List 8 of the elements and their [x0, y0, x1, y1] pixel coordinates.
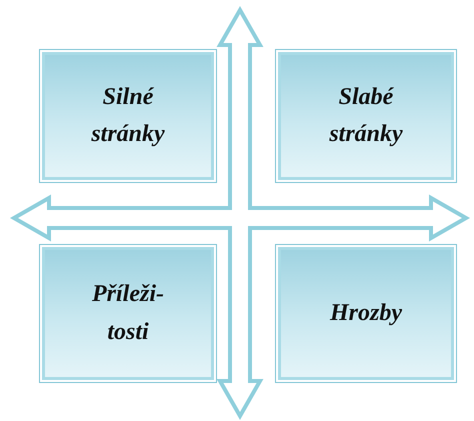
quadrant-box [42, 52, 214, 180]
quadrant-label: Slabé stránky [328, 82, 404, 149]
quadrant-label: Příleži- tosti [91, 280, 165, 346]
quadrant-box [42, 247, 214, 380]
quadrant-box [278, 247, 454, 380]
quadrant-label: Silné stránky [90, 82, 166, 149]
quadrant-label: Hrozby [330, 298, 402, 328]
quadrant-box [278, 52, 454, 180]
